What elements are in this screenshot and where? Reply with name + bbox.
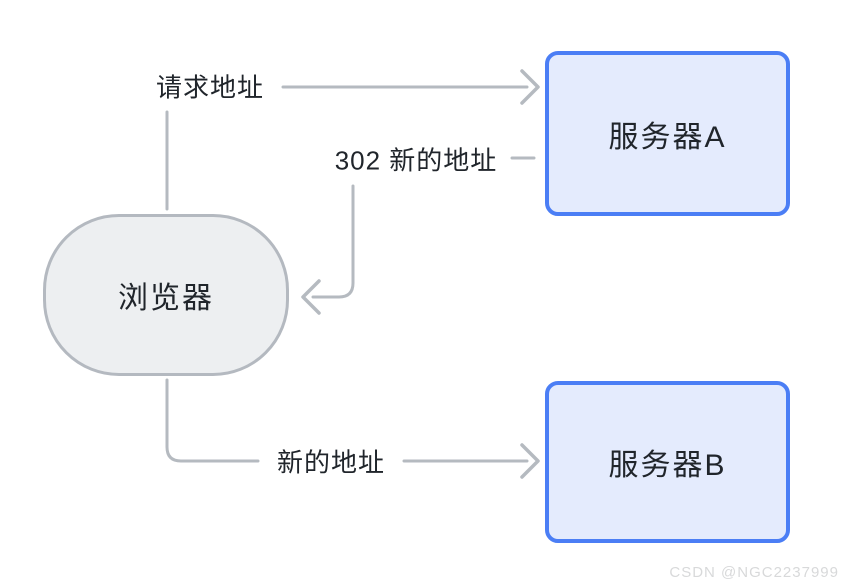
server-b-node: 服务器B <box>545 381 790 543</box>
new-address-edge-label: 新的地址 <box>272 442 390 480</box>
watermark: CSDN @NGC2237999 <box>669 564 839 581</box>
arrowhead-right-icon <box>520 69 540 105</box>
browser-node: 浏览器 <box>43 214 289 376</box>
redirect-302-arrow <box>301 156 536 315</box>
server-a-node-label: 服务器A <box>608 120 727 154</box>
server-b-node-label: 服务器B <box>608 449 727 482</box>
new-address-arrow <box>165 378 540 479</box>
browser-node-label: 浏览器 <box>118 282 214 315</box>
request-edge-label: 请求地址 <box>151 67 269 105</box>
redirect-302-edge-label: 302 新的地址 <box>330 140 502 178</box>
request-arrow <box>165 69 540 211</box>
arrowhead-right-icon <box>520 443 540 479</box>
server-a-node: 服务器A <box>545 51 790 216</box>
arrowhead-left-icon <box>301 279 321 315</box>
